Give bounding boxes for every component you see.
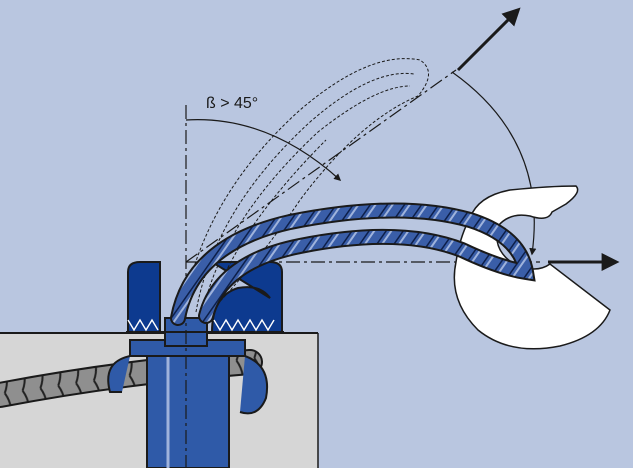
anchor-shaft (129, 317, 246, 468)
pull-direction-arrow-icon (456, 7, 620, 271)
angle-label: ß > 45° (206, 95, 258, 112)
anchor-clip (107, 355, 268, 415)
wire-rope-sling-icon (170, 202, 536, 326)
recess-former (126, 261, 284, 333)
